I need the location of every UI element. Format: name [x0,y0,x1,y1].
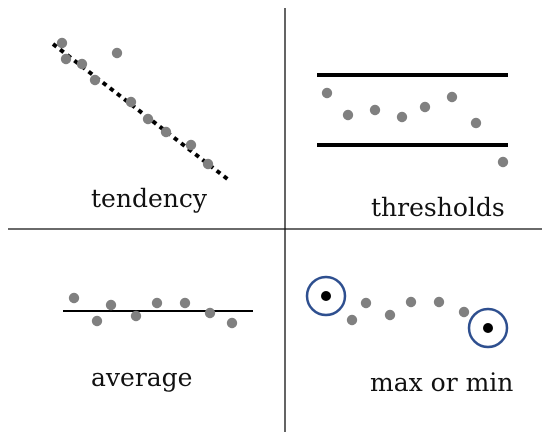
average-dot [226,317,238,329]
average-dot [179,297,191,309]
average-dot [91,315,103,327]
tendency-label: tendency [91,184,207,213]
average-dot [105,299,117,311]
tendency-dot [111,47,123,59]
tendency-dot [89,74,101,86]
maxmin-dot [360,297,372,309]
maxmin-dot [458,306,470,318]
tendency-dots [56,37,214,170]
threshold-dot [419,101,431,113]
tendency-panel [51,37,232,183]
average-label: average [91,363,193,392]
thresholds-panel [317,73,509,168]
maxmin-dot [346,314,358,326]
threshold-dot [342,109,354,121]
threshold-dot [321,87,333,99]
min-highlight-ring [467,307,509,349]
average-dot [204,307,216,319]
threshold-dot [470,117,482,129]
min-point [483,323,493,333]
tendency-dot [185,139,197,151]
threshold-dot [497,156,509,168]
thresholds-dots [321,87,509,168]
tendency-dot [76,58,88,70]
threshold-dot [396,111,408,123]
tendency-dot [60,53,72,65]
tendency-dot [142,113,154,125]
threshold-dot [369,104,381,116]
tendency-dot [56,37,68,49]
tendency-dot [202,158,214,170]
max-point [321,291,331,301]
average-dot [130,310,142,322]
max-or-min-dots [346,296,470,326]
average-dot [151,297,163,309]
maxmin-dot [433,296,445,308]
maxmin-dot [405,296,417,308]
max-or-min-panel [305,275,509,349]
thresholds-label: thresholds [371,193,505,222]
average-dot [68,292,80,304]
tendency-dot [160,126,172,138]
average-dots [68,292,238,329]
average-panel [63,292,253,329]
max-or-min-label: max or min [370,368,514,397]
threshold-dot [446,91,458,103]
max-highlight-ring [305,275,347,317]
tendency-dot [125,96,137,108]
maxmin-dot [384,309,396,321]
